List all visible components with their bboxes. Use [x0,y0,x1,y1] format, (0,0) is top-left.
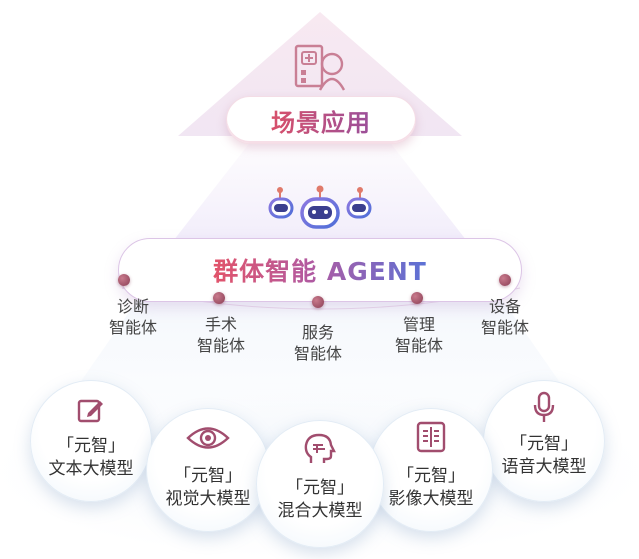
model-vision-line2: 视觉大模型 [165,489,251,509]
agent-surgery-line1: 手术 [204,315,237,334]
agent-diagnosis: 诊断 智能体 [88,296,178,338]
agent-service-line2: 智能体 [293,344,342,363]
agent-device-line2: 智能体 [480,318,529,337]
agent-management: 管理 智能体 [374,314,464,356]
microphone-icon [533,391,555,422]
agent-service: 服务 智能体 [273,322,363,364]
model-imaging-line2: 影像大模型 [388,489,474,509]
agent-device: 设备 智能体 [460,296,550,338]
swarm-intelligence-agent-ellipse: 群体智能 AGENT [118,238,522,302]
model-hybrid-line1: 「元智」 [286,478,354,498]
head-icon [304,433,336,463]
eye-icon [186,427,230,449]
agent-surgery: 手术 智能体 [176,314,266,356]
xray-icon [416,421,446,453]
model-hybrid-line2: 混合大模型 [277,501,363,521]
agent-diagnosis-line2: 智能体 [108,318,157,337]
agent-dot-diagnosis [118,274,130,286]
model-circle-hybrid: 「元智」 混合大模型 [256,420,384,548]
agent-surgery-line2: 智能体 [196,336,245,355]
agent-dot-surgery [213,292,225,304]
model-text-line1: 「元智」 [57,436,125,456]
model-voice-line1: 「元智」 [510,434,578,454]
model-vision-line1: 「元智」 [174,466,242,486]
model-circle-text: 「元智」 文本大模型 [30,380,152,502]
model-imaging-line1: 「元智」 [397,466,465,486]
model-circle-imaging: 「元智」 影像大模型 [369,408,493,532]
model-circle-vision: 「元智」 视觉大模型 [146,408,270,532]
agent-service-line1: 服务 [301,323,334,342]
model-voice-line2: 语音大模型 [501,457,587,477]
agent-dot-device [499,274,511,286]
edit-icon [77,399,103,423]
agent-dot-management [411,292,423,304]
swarm-intelligence-agent-label: 群体智能 AGENT [213,252,427,288]
agent-device-line1: 设备 [488,297,521,316]
model-circle-voice: 「元智」 语音大模型 [483,380,605,502]
model-text-line2: 文本大模型 [48,459,134,479]
agent-management-line2: 智能体 [394,336,443,355]
agent-dot-service [312,296,324,308]
hospital-person-icon [294,44,346,91]
robot-group-icon [268,185,372,229]
agent-management-line1: 管理 [402,315,435,334]
scene-application-label: 场景应用 [271,103,371,138]
scene-application-pill: 场景应用 [226,96,416,144]
agent-diagnosis-line1: 诊断 [116,297,149,316]
